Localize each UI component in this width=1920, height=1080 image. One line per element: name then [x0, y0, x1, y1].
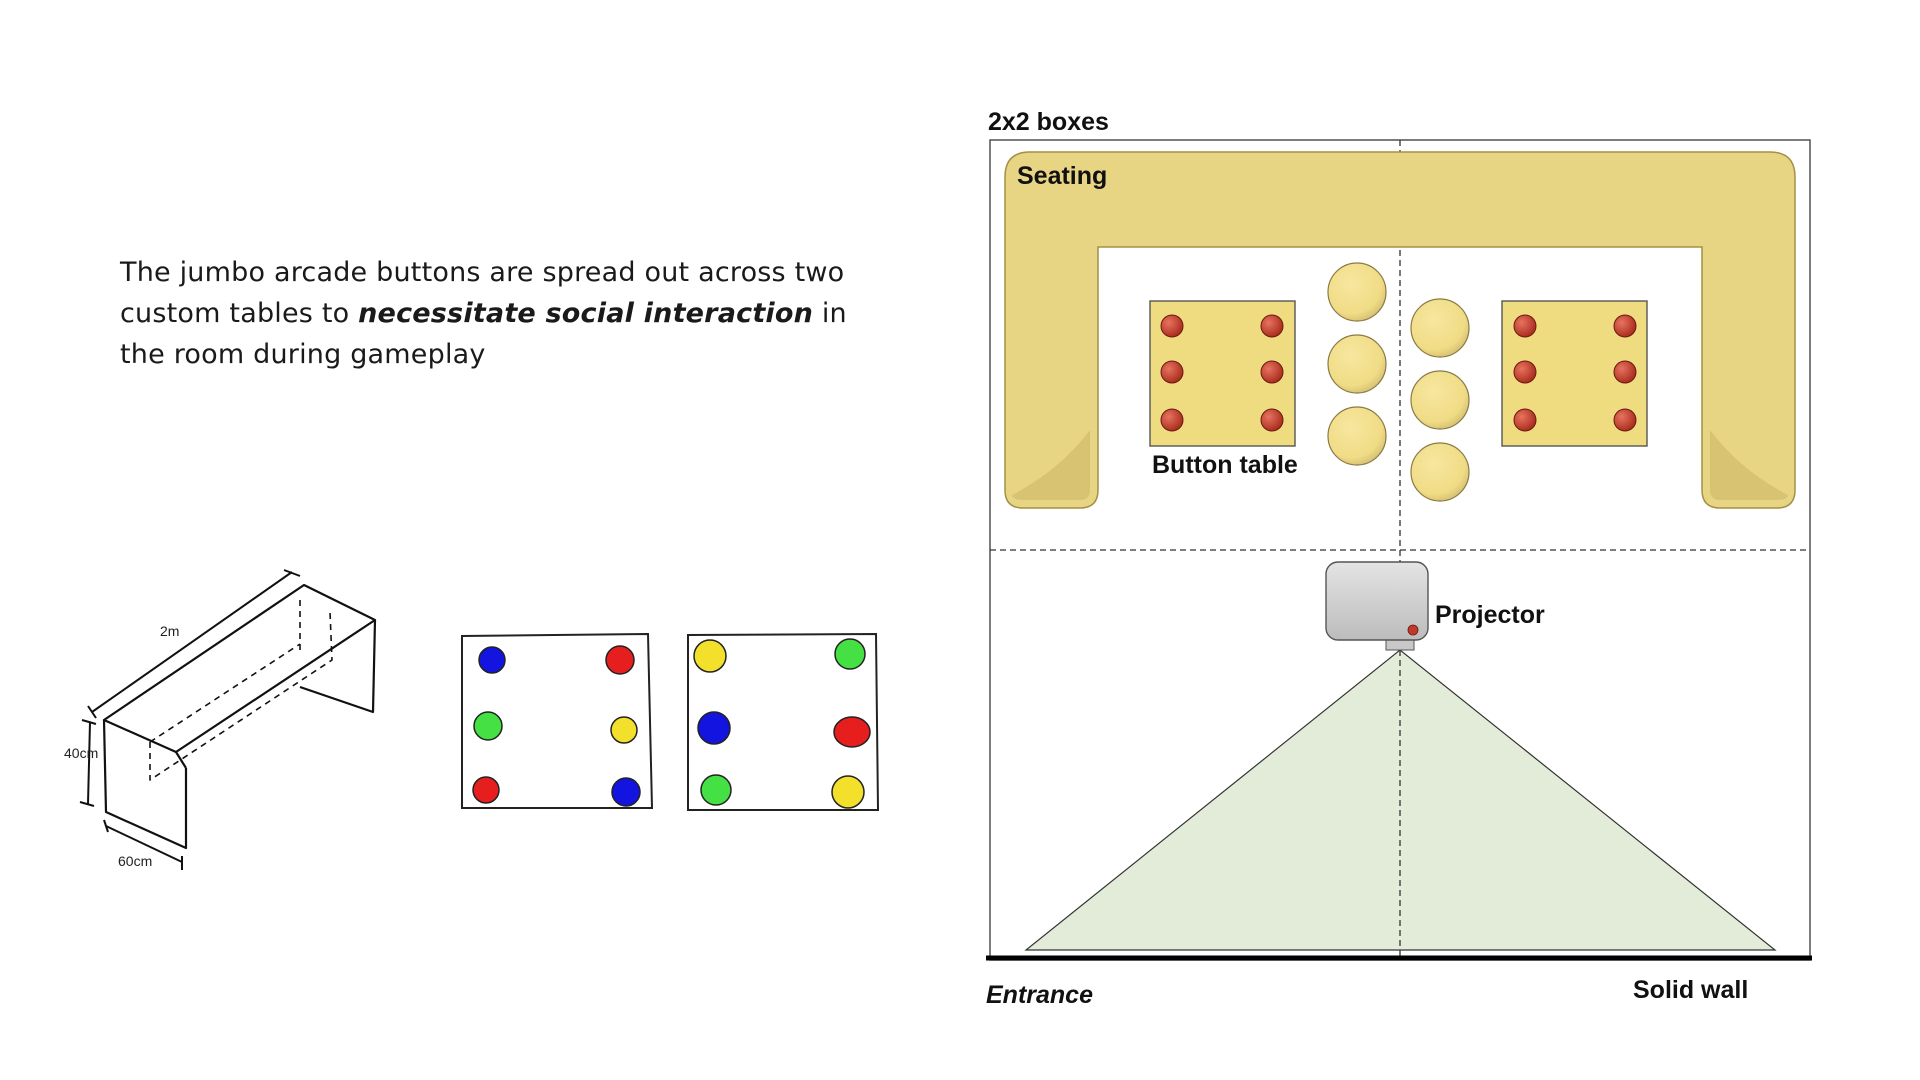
- layout-1-button: [472, 776, 500, 804]
- layout-1-button: [478, 646, 506, 674]
- stool: [1327, 334, 1387, 394]
- projector-label: Projector: [1435, 601, 1545, 629]
- caption-after: in the room during gameplay: [120, 298, 847, 370]
- layout-2-button: [834, 638, 866, 670]
- stool: [1410, 442, 1470, 502]
- floor-plan: Seating Button table Projector: [986, 139, 1812, 961]
- arcade-button: [1260, 360, 1284, 384]
- arcade-button: [1613, 408, 1637, 432]
- arcade-button: [1613, 360, 1637, 384]
- table-top-outline: [102, 583, 377, 754]
- entrance-label: Entrance: [986, 981, 1093, 1009]
- arcade-button: [1160, 360, 1184, 384]
- button-layout-1-frame: [461, 632, 654, 809]
- dimension-depth-label: 60cm: [118, 853, 152, 869]
- arcade-button: [1260, 314, 1284, 338]
- table-front-face: [102, 719, 188, 850]
- seating-label: Seating: [1017, 162, 1107, 190]
- table-sketch: [79, 569, 377, 870]
- layout-1-button: [605, 645, 635, 675]
- stool: [1410, 370, 1470, 430]
- layout-1-button: [610, 716, 638, 744]
- arcade-button: [1160, 314, 1184, 338]
- button-layout-1: [461, 632, 654, 809]
- seating-area: [1004, 151, 1796, 509]
- arcade-button: [1613, 314, 1637, 338]
- grid-label: 2x2 boxes: [988, 108, 1109, 136]
- projector: [1325, 561, 1429, 651]
- layout-2-button: [700, 774, 732, 806]
- button-layout-2-frame: [687, 632, 880, 811]
- layout-2-button: [833, 716, 871, 748]
- arcade-button: [1260, 408, 1284, 432]
- stool: [1410, 298, 1470, 358]
- layout-1-button: [611, 777, 641, 807]
- button-table-label: Button table: [1152, 451, 1298, 479]
- caption-before: The jumbo arcade buttons are spread out …: [120, 257, 845, 329]
- arcade-button: [1513, 314, 1537, 338]
- projector-led: [1407, 624, 1419, 636]
- table-hidden-edges: [149, 600, 333, 781]
- caption-emphasis: necessitate social interaction: [358, 298, 814, 329]
- arcade-button: [1513, 408, 1537, 432]
- dimension-height-label: 40cm: [64, 745, 98, 761]
- solid-wall-label: Solid wall: [1633, 976, 1748, 1004]
- stool: [1327, 262, 1387, 322]
- arcade-button: [1513, 360, 1537, 384]
- table-back-leg: [299, 619, 377, 714]
- layout-2-button: [697, 711, 731, 745]
- layout-2-button: [693, 639, 727, 673]
- stool: [1327, 406, 1387, 466]
- arcade-button: [1160, 408, 1184, 432]
- dimension-length-label: 2m: [160, 623, 179, 639]
- caption-text: The jumbo arcade buttons are spread out …: [120, 252, 880, 375]
- button-layout-2: [687, 632, 880, 811]
- layout-1-button: [473, 711, 503, 741]
- layout-2-button: [831, 775, 865, 809]
